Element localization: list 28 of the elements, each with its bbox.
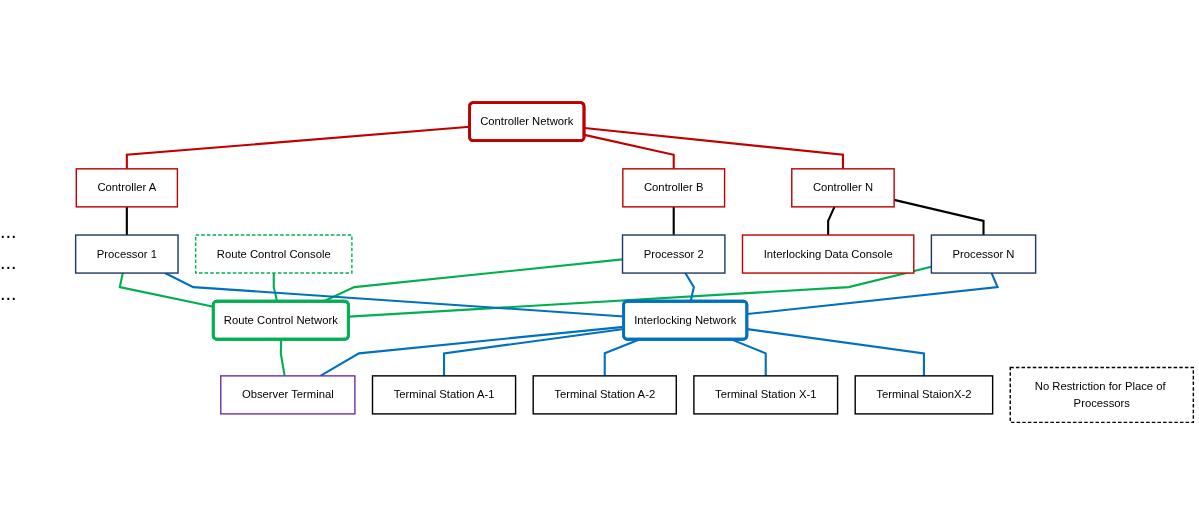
node-box: Processor 2 xyxy=(621,233,726,274)
connector xyxy=(584,126,844,169)
node-box: Processor 1 xyxy=(74,233,179,274)
node-box: Controller B xyxy=(622,167,726,208)
node-box: Controller N xyxy=(791,167,895,208)
node-box: Controller A xyxy=(75,167,179,208)
connector xyxy=(672,206,675,235)
node-box: Observer Terminal xyxy=(220,374,356,415)
connector xyxy=(125,125,470,169)
node-box: Interlocking Data Console xyxy=(741,233,915,274)
node-box: Route Control Console xyxy=(194,233,353,274)
ellipsis-mark: ... xyxy=(0,219,18,243)
ellipsis-mark: ... xyxy=(0,281,18,305)
node-box: Terminal Station X-1 xyxy=(693,374,839,415)
connector xyxy=(584,133,675,169)
connector xyxy=(348,265,932,318)
node-box: Processor N xyxy=(930,233,1037,274)
node-box: Terminal Station A-2 xyxy=(532,374,677,415)
connector xyxy=(747,272,1000,315)
connector xyxy=(125,206,128,235)
ellipsis-mark: ... xyxy=(0,250,18,274)
node-box: Terminal Station A-1 xyxy=(371,374,517,415)
connector xyxy=(279,339,286,376)
node-box: Terminal StaionX-2 xyxy=(854,374,994,415)
connector xyxy=(827,205,836,235)
connector xyxy=(747,327,925,376)
node-box: No Restriction for Place of Processors xyxy=(1009,366,1195,423)
connector xyxy=(118,272,214,308)
